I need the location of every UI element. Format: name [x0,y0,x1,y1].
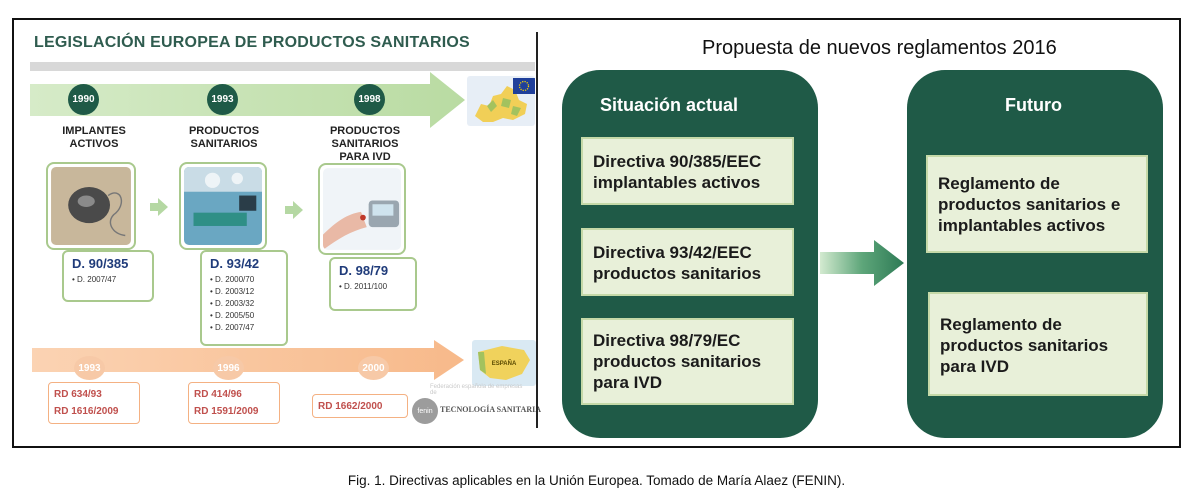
europe-map-icon [467,76,535,126]
title-rule [30,62,535,71]
spain-timeline-arrow [32,340,464,380]
future-item-reglamento-ps: Reglamento de productos sanitarios e imp… [926,155,1148,253]
eu-year-1998: 1998 [354,84,385,115]
implant-photo [46,162,136,250]
directive-sub: • D. 2005/50 [210,311,255,320]
eu-year-1990: 1990 [68,84,99,115]
directive-box-98-79: D. 98/79 • D. 2011/100 [329,257,417,311]
directive-main: D. 98/79 [339,263,389,278]
directive-sub: • D. 2011/100 [339,282,388,291]
directive-sub: • D. 2003/32 [210,299,255,308]
spain-map-label: ESPAÑA [492,360,517,367]
rd-item: RD 1662/2000 [318,401,383,412]
center-divider [536,32,538,428]
current-item-90-385: Directiva 90/385/EEC implantables activo… [581,137,794,205]
current-situation-heading: Situación actual [600,95,739,115]
rd-item: RD 1616/2009 [54,406,119,417]
es-year-1993: 1993 [74,356,105,380]
es-year-2000: 2000 [358,356,389,380]
eu-timeline-arrow [30,72,465,128]
rd-box-1993: RD 634/93 RD 1616/2009 [48,382,140,424]
current-item-98-79: Directiva 98/79/EC productos sanitarios … [581,318,794,405]
small-arrow-2 [285,201,303,219]
directive-box-90-385: D. 90/385 • D. 2007/47 [62,250,154,302]
directive-box-93-42: D. 93/42 • D. 2000/70 • D. 2003/12 • D. … [200,250,288,346]
directive-sub: • D. 2000/70 [210,275,255,284]
es-year-1996: 1996 [213,356,244,380]
future-item-reglamento-ivd: Reglamento de productos sanitarios para … [928,292,1148,396]
eu-year-1993: 1993 [207,84,238,115]
ivd-glucose-test-photo [318,163,406,255]
directive-main: D. 93/42 [210,256,260,271]
directive-sub: • D. 2003/12 [210,287,255,296]
directive-main: D. 90/385 [72,256,129,271]
right-title: Propuesta de nuevos reglamentos 2016 [702,37,1057,59]
rd-item: RD 634/93 [54,389,102,400]
rd-item: RD 1591/2009 [194,406,259,417]
rd-box-2000: RD 1662/2000 [312,394,408,418]
rd-item: RD 414/96 [194,389,242,400]
left-title: LEGISLACIÓN EUROPEA DE PRODUCTOS SANITAR… [34,34,470,51]
fenin-logo-icon: fenin [412,398,438,424]
spain-map-icon: ESPAÑA [472,340,536,386]
future-heading: Futuro [1005,95,1062,115]
directive-sub: • D. 2007/47 [210,323,255,332]
rd-box-1996: RD 414/96 RD 1591/2009 [188,382,280,424]
fenin-faint-text: Federación española de empresas de [430,384,523,396]
small-arrow-1 [150,198,168,216]
directive-sub: • D. 2007/47 [72,275,117,284]
fenin-text: TECNOLOGÍA SANITARIA [440,405,541,414]
transition-arrow [820,240,904,286]
current-item-93-42: Directiva 93/42/EEC productos sanitarios [581,228,794,296]
figure-caption: Fig. 1. Directivas aplicables en la Unió… [347,473,846,488]
operating-room-photo [179,162,267,250]
